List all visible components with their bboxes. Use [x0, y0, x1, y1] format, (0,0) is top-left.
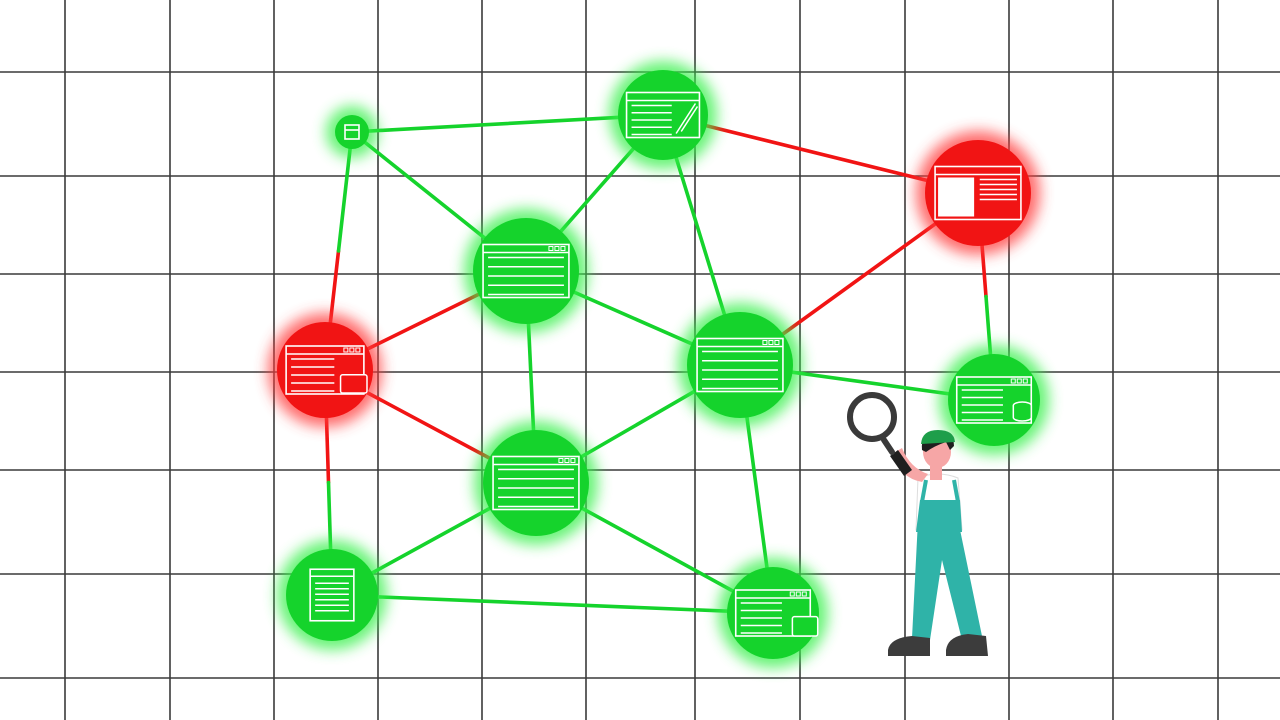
magnifier-lens [847, 392, 897, 442]
worker-strap-right [952, 479, 960, 503]
icon-window-button [789, 591, 795, 597]
network-node-healthy [718, 558, 828, 668]
icon-window-button [801, 591, 807, 597]
node-circle [335, 115, 369, 149]
network-node-broken [916, 131, 1040, 255]
page-image-icon [734, 589, 819, 637]
cursor-icon [339, 374, 368, 394]
icon-window-button [1016, 378, 1022, 384]
browser-window-icon [482, 243, 570, 299]
icon-frame [934, 165, 1022, 221]
browser-window-icon [492, 455, 580, 511]
worker-strap-left [920, 479, 928, 503]
node-circle [687, 312, 793, 418]
worker-boot-right [946, 634, 988, 656]
page-database-icon [955, 376, 1033, 424]
network-node-healthy [678, 303, 802, 427]
small-page-icon [344, 124, 360, 140]
icon-window-button [762, 340, 768, 345]
worker-sleeve [890, 450, 912, 476]
icon-window-button [554, 246, 560, 251]
network-nodes [268, 61, 1049, 668]
icon-window-button [548, 246, 554, 251]
node-circle [483, 430, 589, 536]
node-circle [286, 549, 378, 641]
worker-legs [912, 520, 982, 640]
network-node-healthy [464, 209, 588, 333]
worker-cap [921, 430, 955, 444]
page-link-icon [285, 345, 368, 395]
network-links [323, 113, 996, 615]
inspector-worker [847, 392, 988, 656]
network-node-healthy [277, 540, 387, 650]
browser-window-icon [696, 337, 784, 393]
icon-window-button [774, 340, 780, 345]
icon-frame [696, 337, 784, 393]
icon-window-button [343, 347, 349, 353]
worker-neck [930, 466, 942, 480]
network-node-healthy [939, 345, 1049, 455]
page-layout-icon [934, 165, 1022, 221]
icon-frame [734, 589, 812, 637]
icon-frame [309, 568, 355, 622]
image-icon [791, 615, 819, 637]
node-circle [277, 322, 373, 418]
icon-window-button [564, 458, 570, 463]
network-node-healthy [474, 421, 598, 545]
icon-frame [955, 376, 1033, 424]
icon-frame [482, 243, 570, 299]
icon-frame [625, 91, 701, 139]
node-circle [618, 70, 708, 160]
document-icon [309, 568, 355, 622]
icon-window-button [349, 347, 355, 353]
icon-window-button [768, 340, 774, 345]
database-body [1012, 405, 1033, 422]
page-edit-icon [625, 91, 701, 139]
network-node-broken [268, 313, 382, 427]
icon-window-button [1010, 378, 1016, 384]
icon-frame [344, 124, 360, 140]
magnifier-handle [881, 437, 895, 455]
icon-window-button [1022, 378, 1028, 384]
worker-overalls-bib [916, 500, 962, 532]
icon-frame [492, 455, 580, 511]
link-n9-n10 [330, 593, 775, 615]
icon-window-button [560, 246, 566, 251]
icon-frame [285, 345, 365, 395]
icon-panel [938, 177, 975, 217]
network-node-healthy [326, 106, 378, 158]
icon-window-button [355, 347, 361, 353]
node-circle [948, 354, 1040, 446]
icon-window-button [795, 591, 801, 597]
network-node-healthy [609, 61, 717, 169]
pencil-icon [675, 103, 699, 134]
worker-boot-left [888, 636, 930, 656]
icon-window-button [570, 458, 576, 463]
node-circle [473, 218, 579, 324]
magnifying-glass-icon [847, 392, 897, 455]
icon-window-button [558, 458, 564, 463]
link-segment-healthy [330, 593, 775, 615]
node-circle [727, 567, 819, 659]
